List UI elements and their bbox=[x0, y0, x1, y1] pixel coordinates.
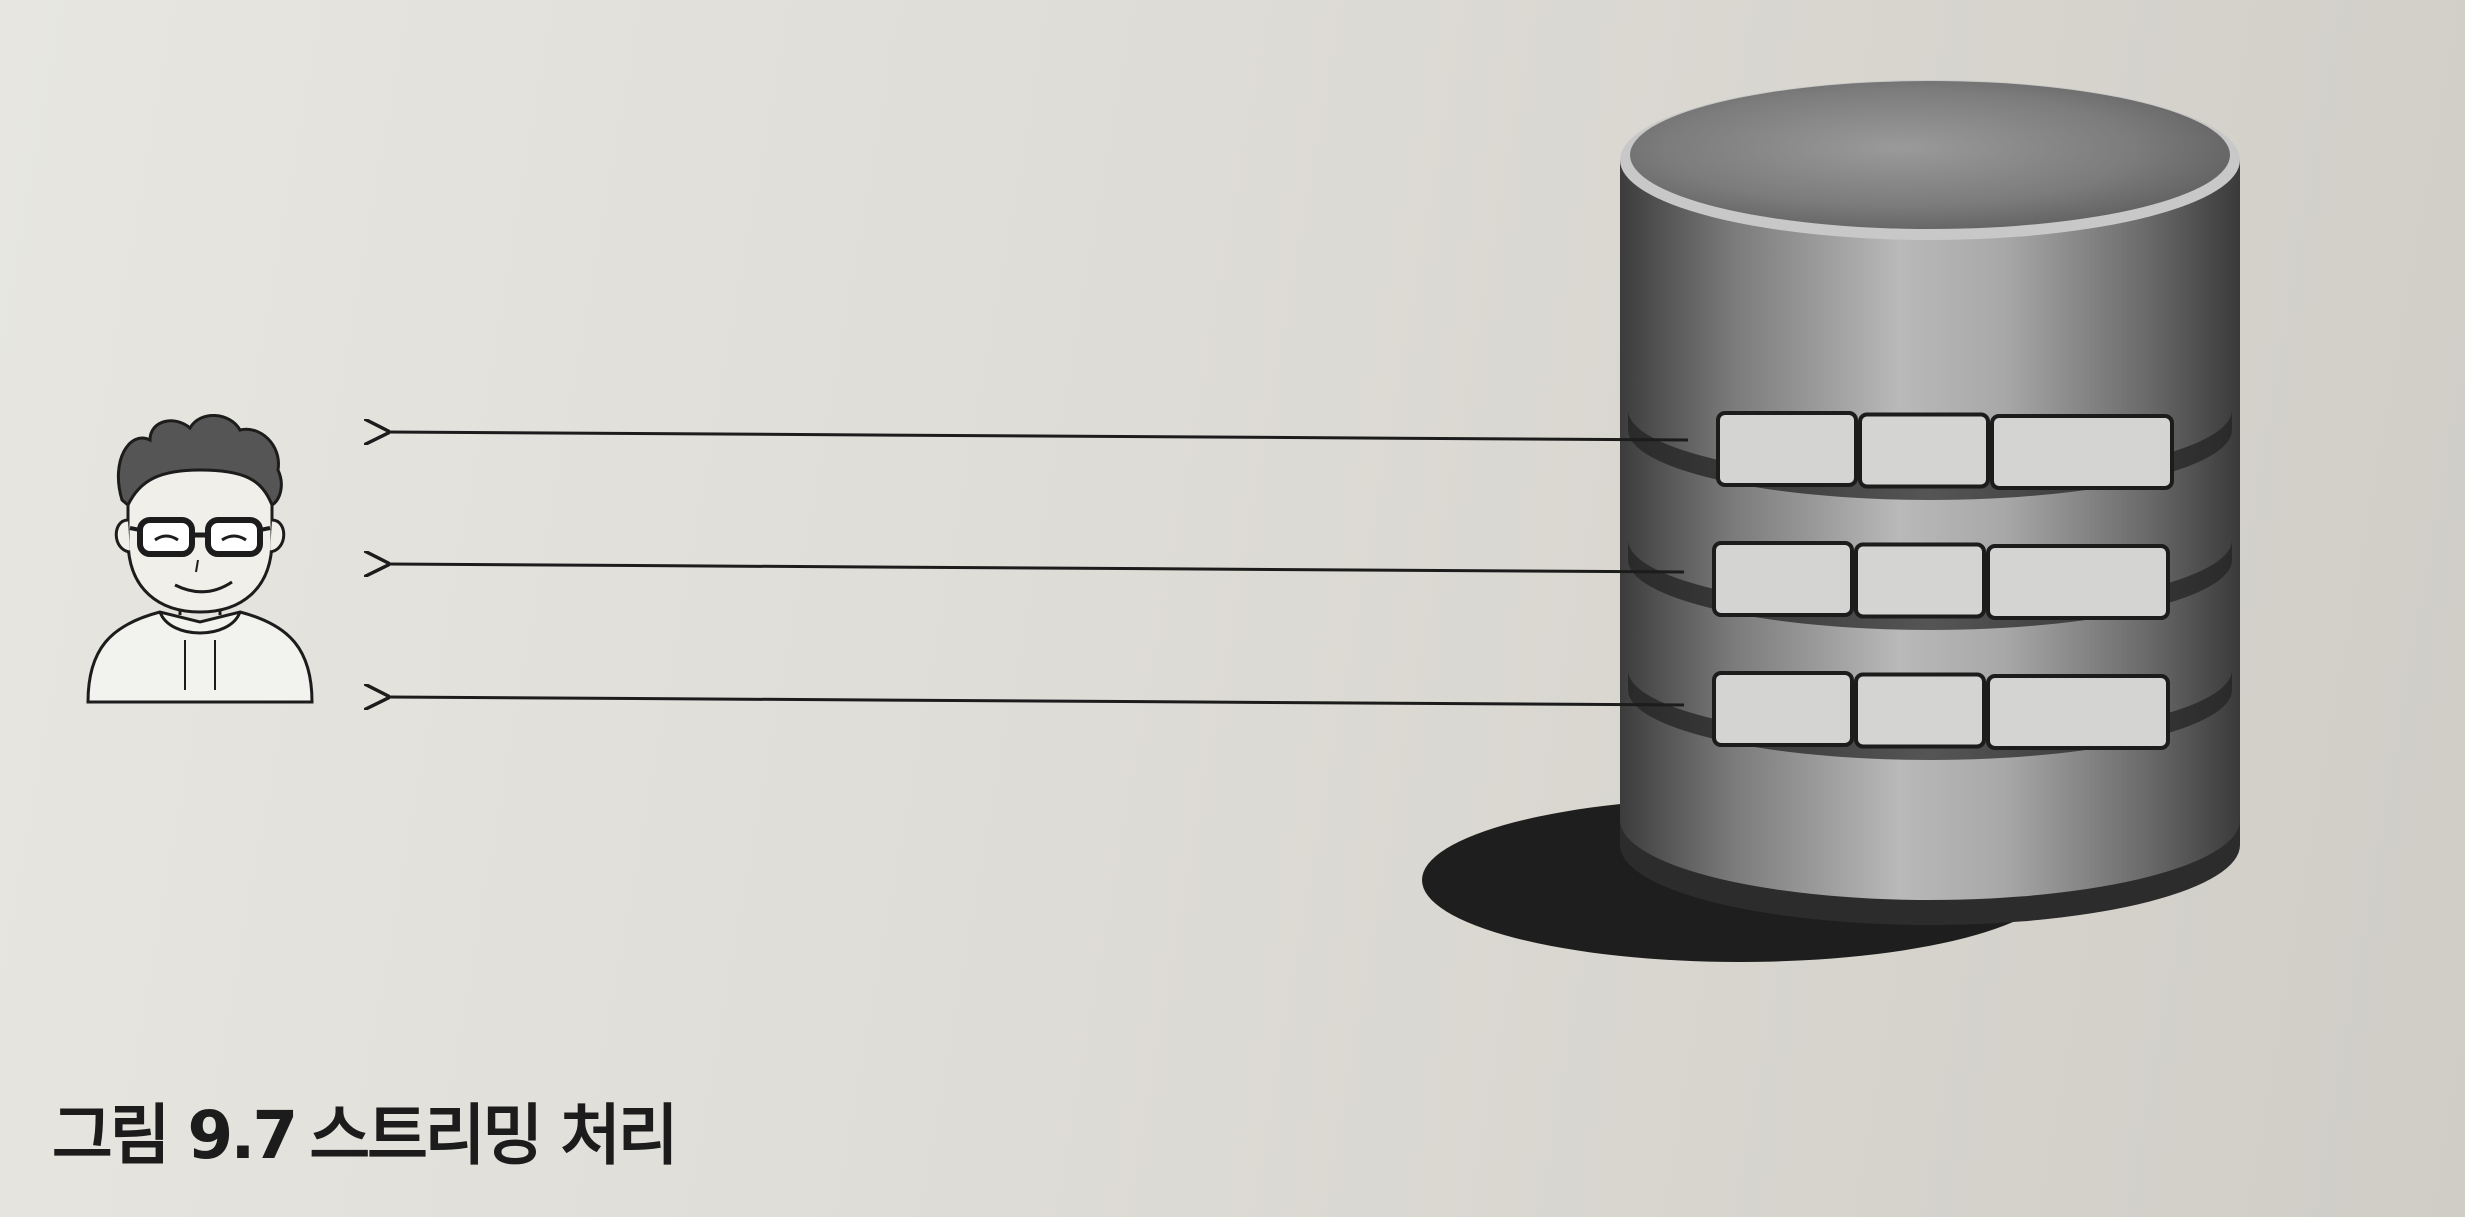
row-cell bbox=[1990, 414, 2174, 490]
stream-arrows bbox=[388, 432, 1689, 705]
row-cell bbox=[1716, 411, 1858, 487]
row-cell bbox=[1712, 671, 1854, 747]
user-avatar-icon bbox=[86, 414, 314, 704]
figure-title: 스트리밍 처리 bbox=[309, 1097, 678, 1174]
stream-arrow bbox=[388, 697, 1685, 705]
stream-arrow bbox=[388, 564, 1685, 572]
row-cell bbox=[1858, 412, 1990, 489]
row-cell bbox=[1986, 674, 2170, 750]
stream-arrow bbox=[388, 432, 1689, 440]
row-block bbox=[1712, 541, 2170, 620]
row-cell bbox=[1854, 672, 1986, 749]
row-cell bbox=[1854, 542, 1986, 619]
database-cylinder-icon bbox=[1422, 80, 2240, 962]
row-cell bbox=[1712, 541, 1854, 617]
streamed-rows bbox=[1712, 411, 2174, 750]
row-block bbox=[1716, 411, 2174, 490]
row-block bbox=[1712, 671, 2170, 750]
figure-number: 그림 9.7 bbox=[52, 1097, 298, 1174]
row-cell bbox=[1986, 544, 2170, 620]
